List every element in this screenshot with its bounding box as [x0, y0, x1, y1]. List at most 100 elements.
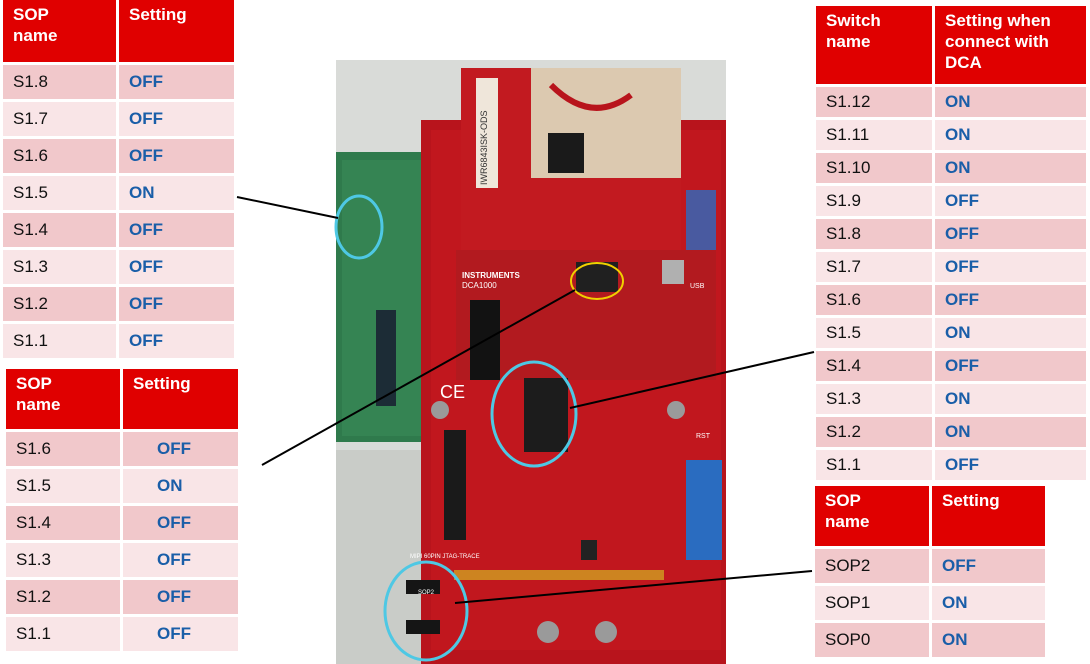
switch-name-cell: S1.5 [3, 176, 119, 210]
switch-name-cell: S1.5 [816, 318, 935, 348]
switch-name-cell: S1.1 [816, 450, 935, 480]
switch-name-cell: SOP2 [815, 549, 932, 583]
switch-name-cell: S1.6 [6, 432, 123, 466]
setting-value-cell: OFF [935, 351, 1089, 381]
switch-name-cell: S1.6 [3, 139, 119, 173]
setting-column-header: Setting [119, 0, 237, 62]
setting-value-cell: OFF [935, 219, 1089, 249]
switch-name-cell: S1.5 [6, 469, 123, 503]
setting-value-cell: ON [935, 87, 1089, 117]
sop2-label: SOP2 [418, 590, 435, 596]
switch-name-cell: S1.12 [816, 87, 935, 117]
hsd-connector [470, 300, 500, 380]
dca-model-label: DCA1000 [462, 281, 497, 290]
dca-dip-switch [576, 262, 618, 292]
setting-value-cell: OFF [123, 617, 241, 651]
setting-value-cell: ON [932, 586, 1048, 620]
setting-value-cell: OFF [119, 250, 237, 284]
setting-value-cell: ON [119, 176, 237, 210]
switch-name-cell: S1.2 [6, 580, 123, 614]
board-photo: IWR6843ISK-ODS INSTRUMENTS DCA1000 USB C… [336, 60, 726, 664]
setting-column-header: Setting [932, 486, 1048, 546]
setting-value-cell: OFF [935, 450, 1089, 480]
switch-name-cell: SOP0 [815, 623, 932, 657]
setting-value-cell: OFF [123, 543, 241, 577]
setting-value-cell: OFF [119, 287, 237, 321]
setting-value-cell: OFF [935, 186, 1089, 216]
setting-value-cell: ON [935, 417, 1089, 447]
mipi-label: MIPI 60PIN JTAG-TRACE [410, 554, 480, 560]
setting-value-cell: OFF [123, 506, 241, 540]
switch-name-cell: S1.2 [3, 287, 119, 321]
setting-value-cell: ON [935, 384, 1089, 414]
setting-value-cell: OFF [123, 432, 241, 466]
switch-name-cell: S1.3 [6, 543, 123, 577]
radar-chip [548, 133, 584, 173]
switch-name-cell: SOP1 [815, 586, 932, 620]
switch-name-cell: S1.7 [3, 102, 119, 136]
setting-value-cell: ON [935, 153, 1089, 183]
usb-label: USB [690, 283, 705, 290]
switch-name-cell: S1.2 [816, 417, 935, 447]
setting-value-cell: OFF [119, 213, 237, 247]
terminal-block [686, 460, 722, 560]
setting-column-header: Setting [123, 369, 241, 429]
switch-name-cell: S1.4 [6, 506, 123, 540]
switch-name-cell: S1.6 [816, 285, 935, 315]
setting-value-cell: ON [935, 120, 1089, 150]
setting-value-cell: OFF [119, 102, 237, 136]
switch-name-cell: S1.9 [816, 186, 935, 216]
switch-name-cell: S1.8 [816, 219, 935, 249]
setting-value-cell: OFF [119, 324, 237, 358]
mipi-connector [444, 430, 466, 540]
evm-dip-switch [524, 378, 568, 452]
setting-value-cell: OFF [119, 139, 237, 173]
switch-name-cell: S1.10 [816, 153, 935, 183]
rst-label: RST [696, 433, 711, 440]
setting-value-cell: OFF [932, 549, 1048, 583]
sop-jumper-lower [406, 620, 440, 634]
setting-value-cell: OFF [935, 285, 1089, 315]
switch-name-cell: S1.4 [3, 213, 119, 247]
switch-name-cell: S1.8 [3, 65, 119, 99]
switch-name-cell: S1.1 [6, 617, 123, 651]
setting-value-cell: ON [932, 623, 1048, 657]
setting-value-cell: ON [123, 469, 241, 503]
switch-name-cell: S1.3 [816, 384, 935, 414]
setting-value-cell: OFF [935, 252, 1089, 282]
